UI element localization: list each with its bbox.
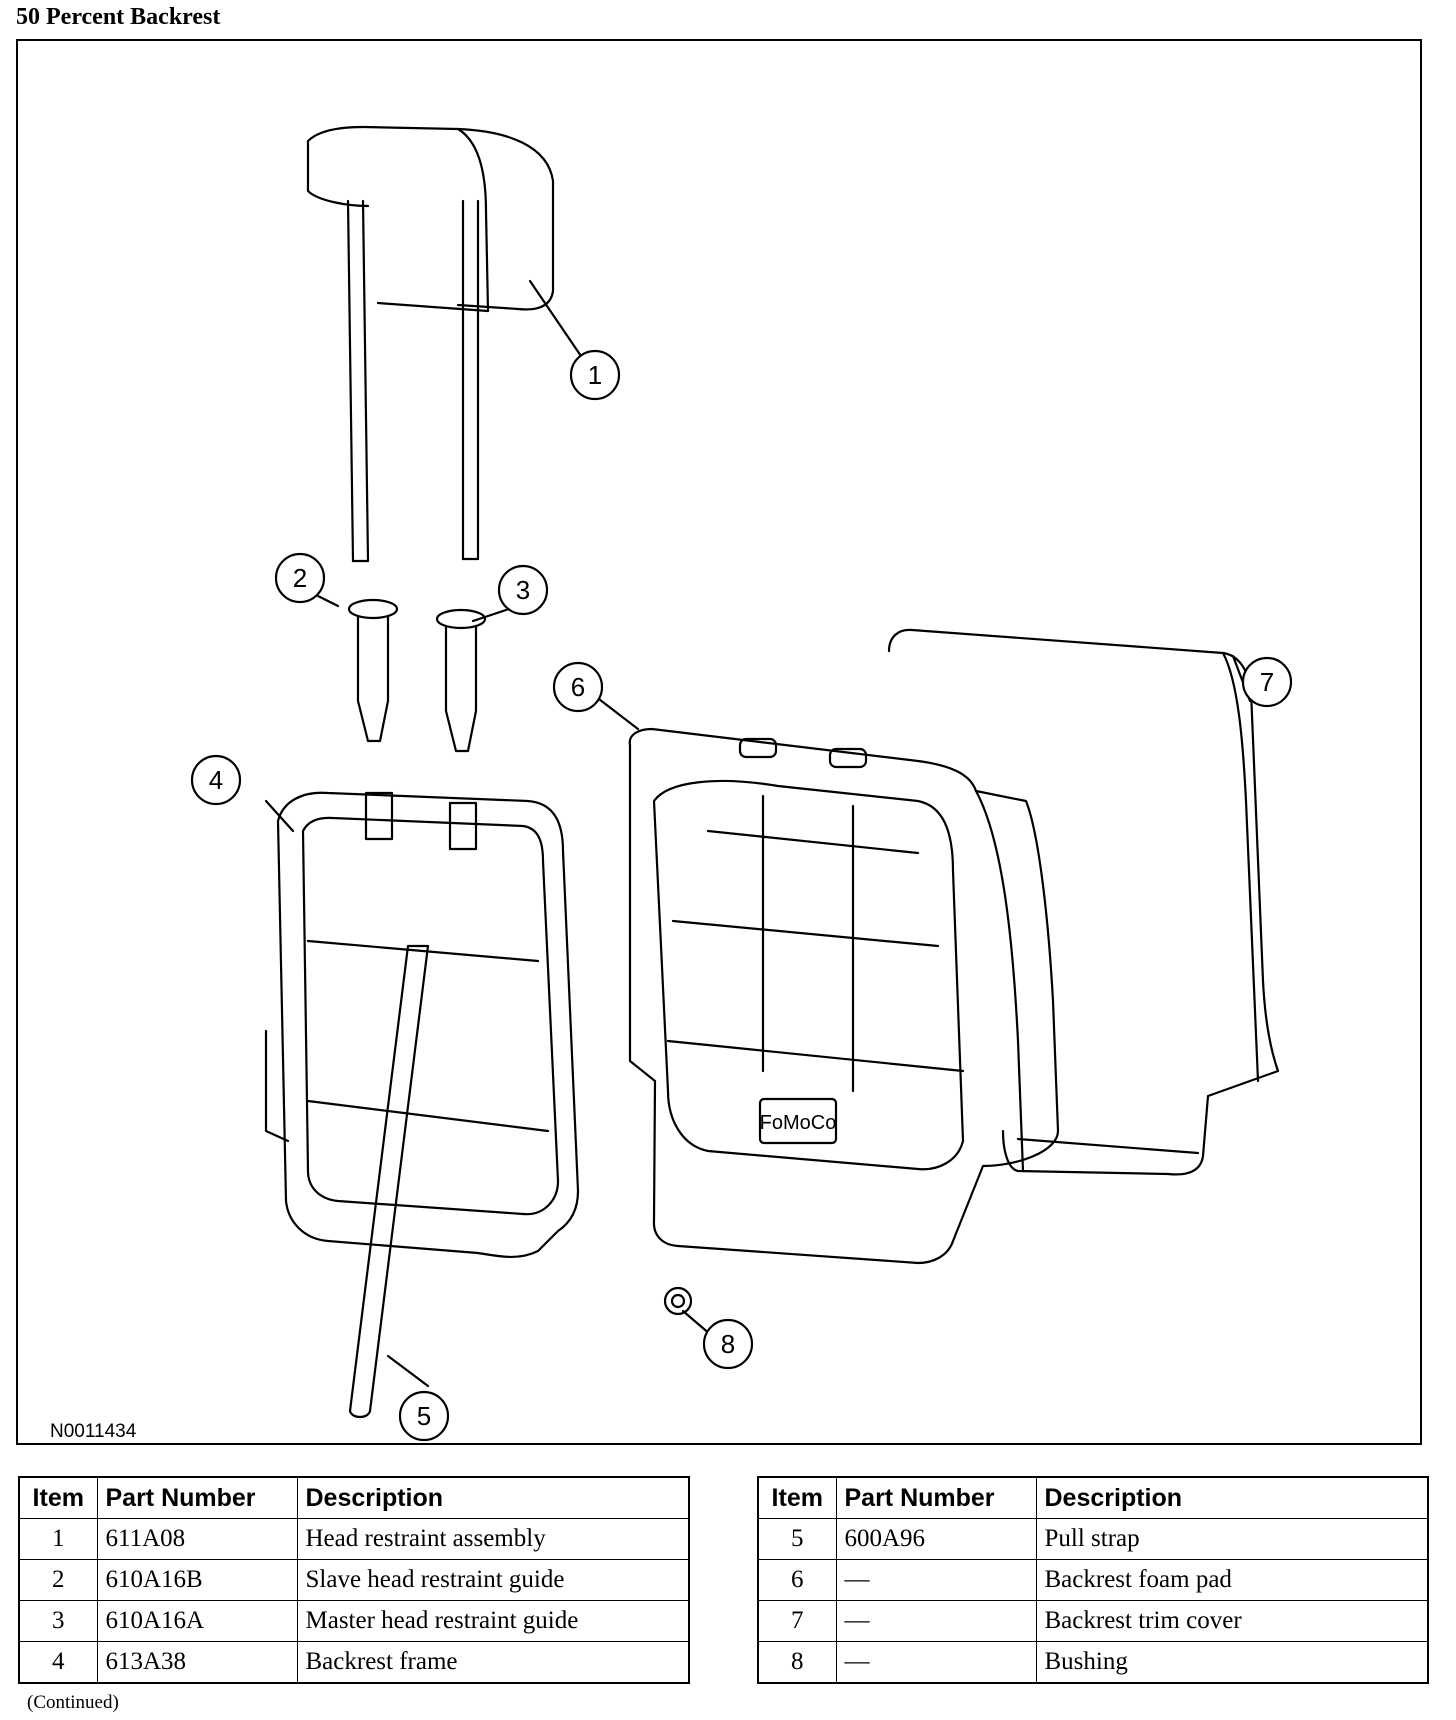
- leader-lines: [264, 279, 1252, 1388]
- part-number-cell: 610A16A: [96, 1600, 298, 1642]
- description-cell: Pull strap: [1035, 1518, 1429, 1560]
- header-description: Description: [1035, 1476, 1429, 1519]
- parts-table-right: Item Part Number Description 5 600A96 Pu…: [757, 1476, 1429, 1684]
- table-row: 3 610A16A Master head restraint guide: [18, 1600, 690, 1642]
- description-cell: Head restraint assembly: [296, 1518, 690, 1560]
- part-number-cell: 613A38: [96, 1641, 298, 1684]
- item-cell: 4: [18, 1641, 98, 1684]
- svg-text:1: 1: [588, 360, 602, 390]
- part-number-cell: 610A16B: [96, 1559, 298, 1601]
- continued-note: (Continued): [27, 1692, 119, 1713]
- part-number-cell: —: [835, 1559, 1037, 1601]
- table-header-row: Item Part Number Description: [757, 1476, 1429, 1519]
- backrest-foam-pad-drawing: FoMoCo: [628, 727, 1060, 1265]
- description-cell: Backrest frame: [296, 1641, 690, 1684]
- backrest-trim-cover-drawing: [887, 628, 1280, 1176]
- svg-text:3: 3: [516, 575, 530, 605]
- table-row: 7 — Backrest trim cover: [757, 1600, 1429, 1642]
- item-cell: 3: [18, 1600, 98, 1642]
- exploded-view-figure: FoMoCo: [16, 39, 1422, 1445]
- table-header-row: Item Part Number Description: [18, 1476, 690, 1519]
- item-cell: 8: [757, 1641, 837, 1684]
- svg-text:4: 4: [209, 765, 223, 795]
- description-cell: Backrest foam pad: [1035, 1559, 1429, 1601]
- backrest-frame-drawing: [264, 791, 580, 1258]
- part-number-cell: —: [835, 1641, 1037, 1684]
- svg-text:5: 5: [417, 1401, 431, 1431]
- item-cell: 7: [757, 1600, 837, 1642]
- table-row: 6 — Backrest foam pad: [757, 1559, 1429, 1601]
- part-number-cell: 611A08: [96, 1518, 298, 1560]
- description-cell: Slave head restraint guide: [296, 1559, 690, 1601]
- item-cell: 2: [18, 1559, 98, 1601]
- item-cell: 1: [18, 1518, 98, 1560]
- description-cell: Backrest trim cover: [1035, 1600, 1429, 1642]
- callout-1: 1: [569, 349, 621, 401]
- bushing-drawing: [663, 1286, 693, 1316]
- callout-3: 3: [497, 564, 549, 616]
- page-title: 50 Percent Backrest: [16, 4, 221, 30]
- item-cell: 5: [757, 1518, 837, 1560]
- description-cell: Master head restraint guide: [296, 1600, 690, 1642]
- table-row: 8 — Bushing: [757, 1641, 1429, 1684]
- svg-text:6: 6: [571, 672, 585, 702]
- header-item: Item: [757, 1476, 837, 1519]
- callout-2: 2: [274, 552, 326, 604]
- header-part-number: Part Number: [96, 1476, 298, 1519]
- description-cell: Bushing: [1035, 1641, 1429, 1684]
- parts-table-left: Item Part Number Description 1 611A08 He…: [18, 1476, 690, 1684]
- table-row: 2 610A16B Slave head restraint guide: [18, 1559, 690, 1601]
- callout-6: 6: [552, 661, 604, 713]
- callout-8: 8: [702, 1318, 754, 1370]
- part-number-cell: 600A96: [835, 1518, 1037, 1560]
- head-restraint-drawing: [306, 125, 555, 563]
- callout-5: 5: [398, 1390, 450, 1442]
- svg-text:7: 7: [1260, 667, 1274, 697]
- callout-7: 7: [1241, 656, 1293, 708]
- part-number-cell: —: [835, 1600, 1037, 1642]
- figure-id-label: N0011434: [50, 1421, 137, 1442]
- pull-strap-drawing: [348, 944, 430, 1419]
- svg-text:2: 2: [293, 563, 307, 593]
- table-row: 1 611A08 Head restraint assembly: [18, 1518, 690, 1560]
- head-restraint-guides-drawing: [347, 598, 487, 753]
- fomoco-logo: FoMoCo: [760, 1112, 837, 1134]
- item-cell: 6: [757, 1559, 837, 1601]
- svg-text:8: 8: [721, 1329, 735, 1359]
- table-row: 4 613A38 Backrest frame: [18, 1641, 690, 1684]
- header-item: Item: [18, 1476, 98, 1519]
- table-row: 5 600A96 Pull strap: [757, 1518, 1429, 1560]
- callout-4: 4: [190, 754, 242, 806]
- header-description: Description: [296, 1476, 690, 1519]
- header-part-number: Part Number: [835, 1476, 1037, 1519]
